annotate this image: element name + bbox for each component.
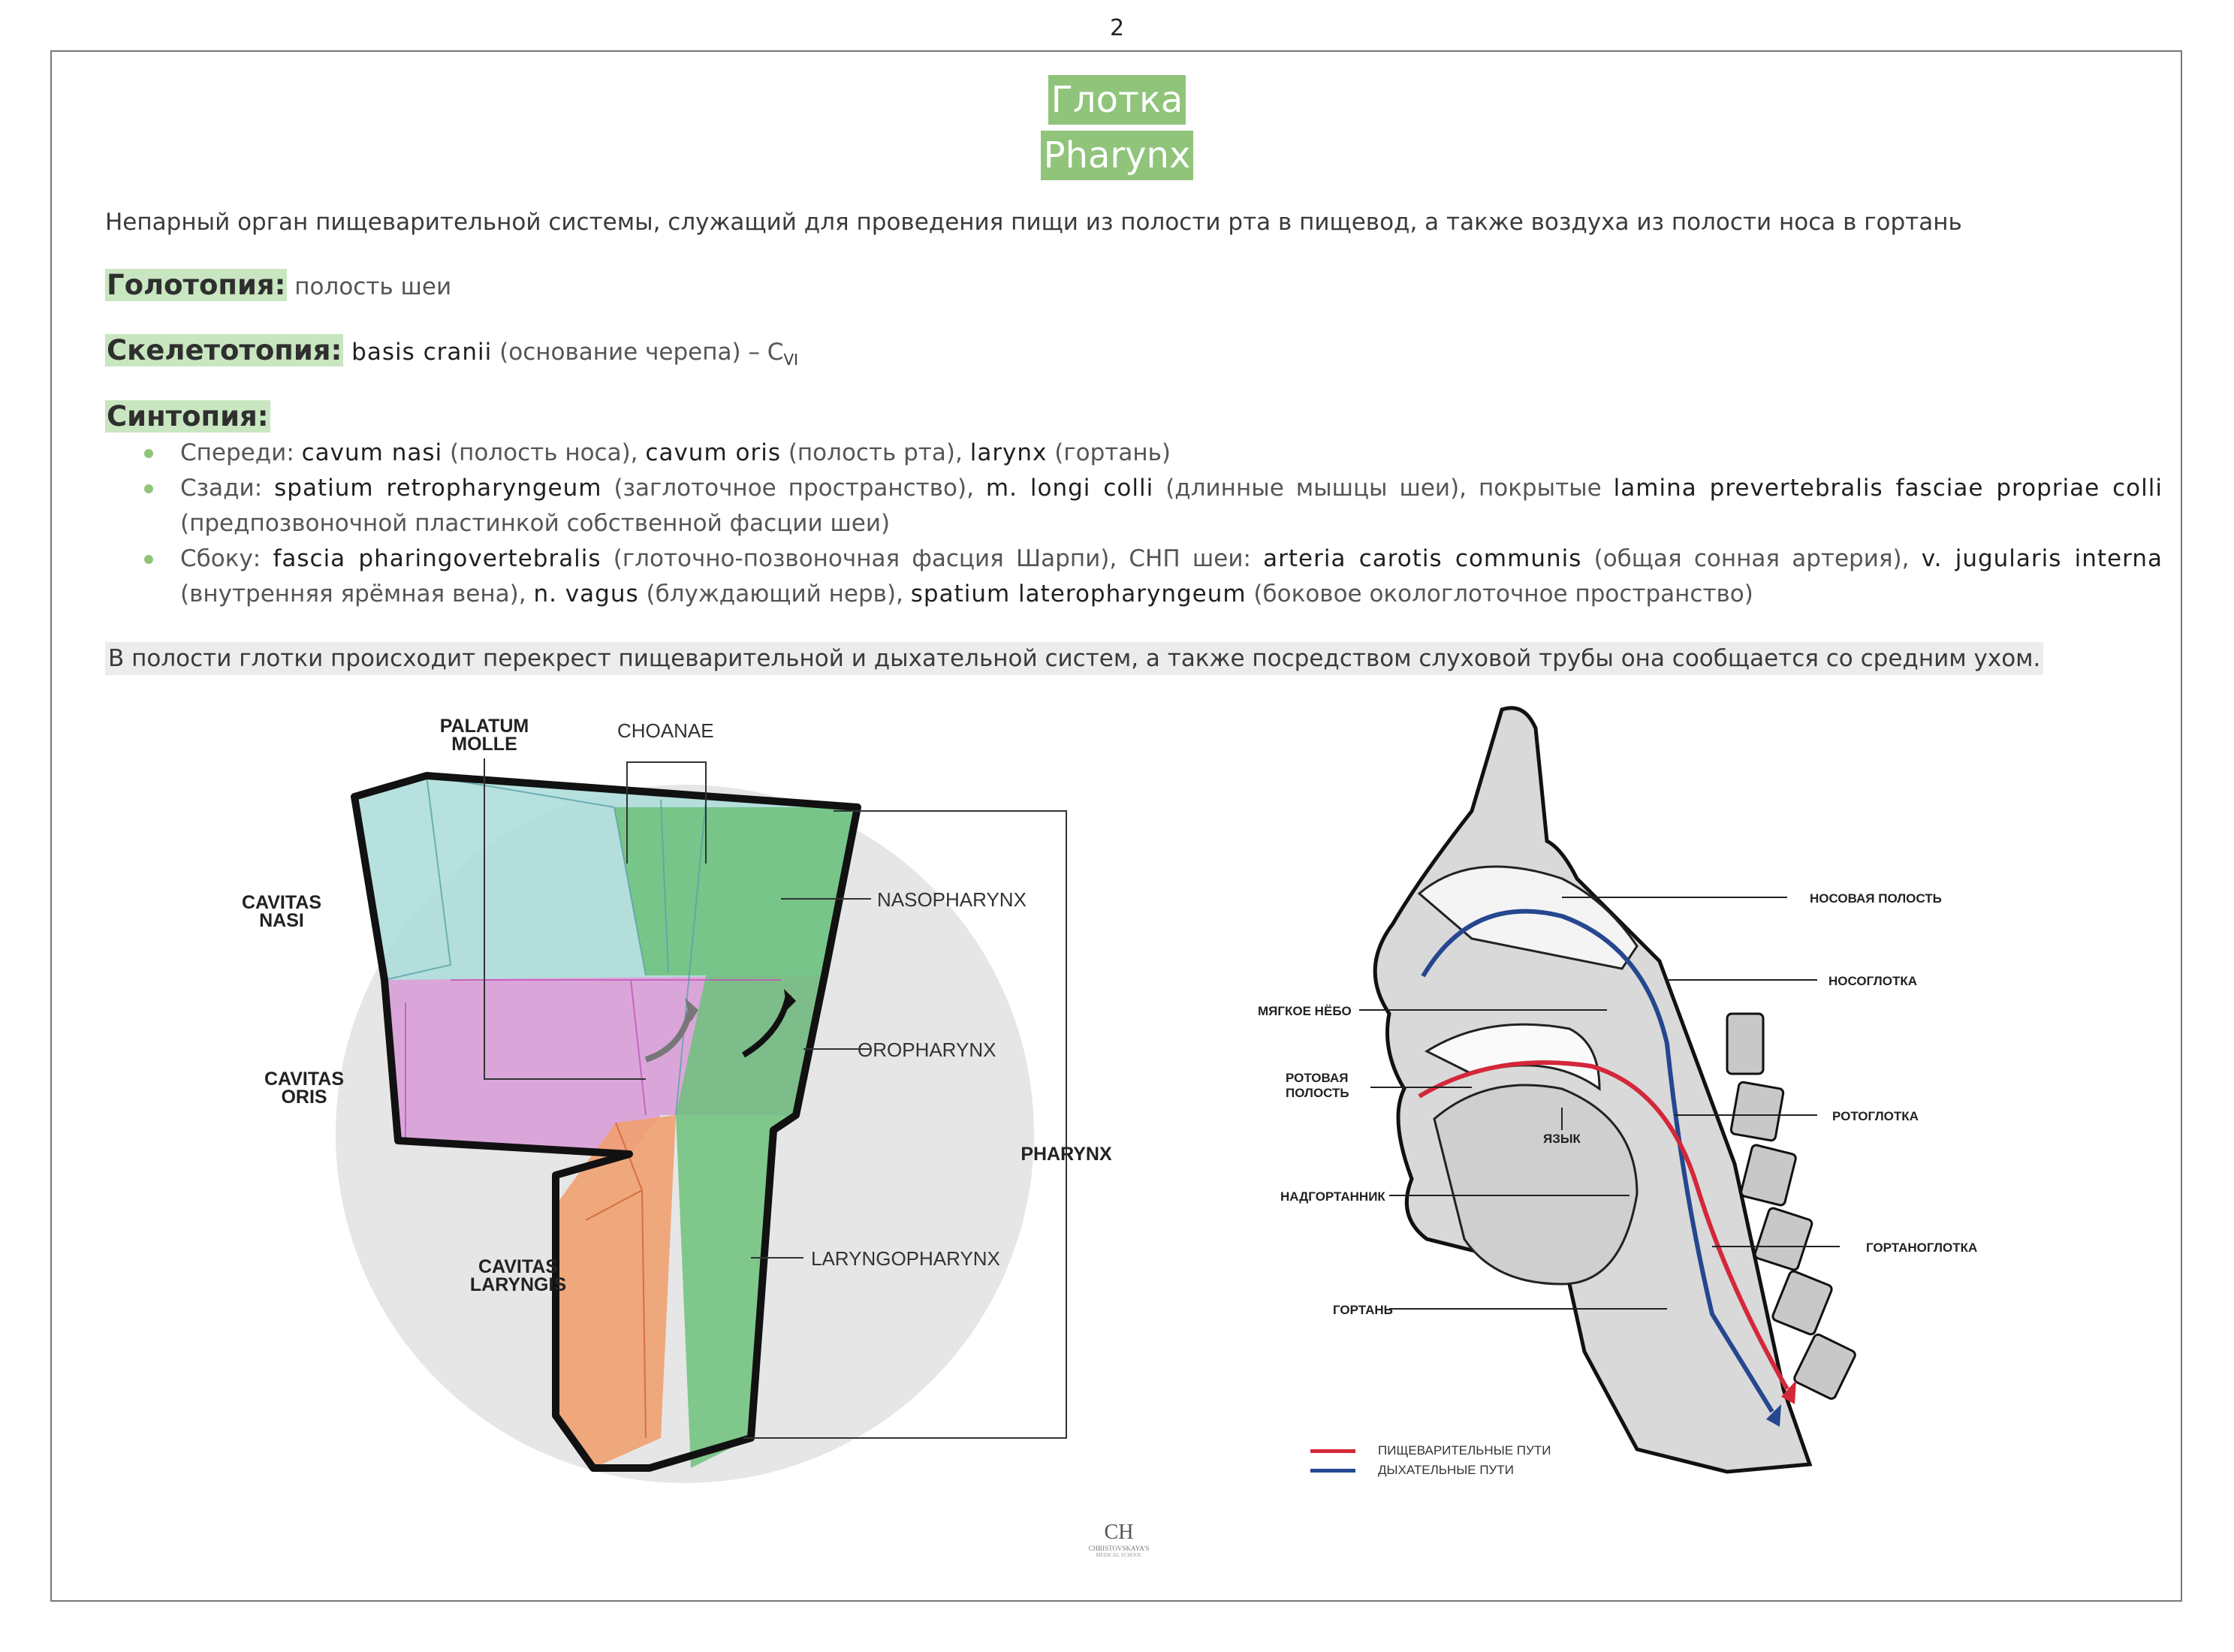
syntopy-text-part: (длинные мышцы шеи), покрытые xyxy=(1153,475,1614,502)
holotopy-label: Голотопия: xyxy=(105,269,288,301)
syntopy-text-part: (гортань) xyxy=(1047,439,1171,466)
bullet-icon xyxy=(144,484,153,493)
syntopy-text-part: larynx xyxy=(969,439,1048,466)
label-oropharynx-ru: РОТОГЛОТКА xyxy=(1832,1109,1919,1123)
label-cavitas-nasi-2: NASI xyxy=(259,910,304,931)
bullet-icon xyxy=(144,449,153,458)
syntopy-text-part: (полость носа), xyxy=(442,439,646,466)
page-number: 2 xyxy=(1109,15,1125,41)
syntopy-text-part: n. vagus xyxy=(533,580,639,607)
syntopy-item: Сбоку: fascia pharingovertebralis (глото… xyxy=(105,541,2163,612)
label-cavitas-nasi-1: CAVITAS xyxy=(242,892,321,913)
label-palatum-2: MOLLE xyxy=(451,734,517,755)
legend-respiratory-swatch xyxy=(1310,1469,1355,1473)
syntopy-label: Синтопия: xyxy=(105,400,270,433)
label-soft-palate: МЯГКОЕ НЁБО xyxy=(1258,1004,1352,1018)
label-nasopharynx: NASOPHARYNX xyxy=(877,888,1027,911)
label-epiglottis: НАДГОРТАННИК xyxy=(1280,1189,1385,1204)
legend-digestive: ПИЩЕВАРИТЕЛЬНЫЕ ПУТИ xyxy=(1310,1443,1551,1458)
label-oral-cavity-1: РОТОВАЯ xyxy=(1286,1071,1348,1085)
skeletotopy-row: Скелетотопия: basis cranii (основание че… xyxy=(105,334,798,369)
syntopy-text-part: cavum nasi xyxy=(301,439,443,466)
label-nasal-cavity: НОСОВАЯ ПОЛОСТЬ xyxy=(1810,891,1942,906)
syntopy-text-part: lamina prevertebralis fasciae propriae c… xyxy=(1613,475,2163,502)
label-larynx: ГОРТАНЬ xyxy=(1333,1303,1393,1317)
syntopy-text-part: (внутренняя ярёмная вена), xyxy=(180,580,534,607)
title-block: Глотка Pharynx xyxy=(0,72,2234,183)
holotopy-row: Голотопия: полость шеи xyxy=(105,269,451,301)
syntopy-text-part: spatium retropharyngeum xyxy=(274,475,602,502)
legend-digestive-swatch xyxy=(1310,1449,1355,1454)
syntopy-text-part: arteria carotis communis xyxy=(1263,545,1582,572)
skeletotopy-label: Скелетотопия: xyxy=(105,334,344,366)
label-cavitas-laryngis-2: LARYNGIS xyxy=(470,1274,566,1295)
syntopy-text-part: m. longi colli xyxy=(985,475,1154,502)
syntopy-list: Спереди: cavum nasi (полость носа), cavu… xyxy=(105,436,2163,612)
syntopy-item: Спереди: cavum nasi (полость носа), cavu… xyxy=(105,436,2163,471)
legend-respiratory-label: ДЫХАТЕЛЬНЫЕ ПУТИ xyxy=(1378,1463,1514,1477)
label-cavitas-laryngis-1: CAVITAS xyxy=(478,1256,558,1277)
syntopy-text-part: (общая сонная артерия), xyxy=(1581,545,1922,572)
syntopy-text-part: v. jugularis interna xyxy=(1921,545,2163,572)
digestive-path xyxy=(1418,1060,1789,1391)
skeletotopy-sub: VI xyxy=(783,351,799,369)
syntopy-text-part: (боковое окологлоточное пространство) xyxy=(1246,580,1753,607)
syntopy-item: Сзади: spatium retropharyngeum (заглоточ… xyxy=(105,471,2163,541)
syntopy-heading: Синтопия: xyxy=(105,400,270,433)
syntopy-text-part: fascia pharingovertebralis xyxy=(273,545,601,572)
legend-digestive-label: ПИЩЕВАРИТЕЛЬНЫЕ ПУТИ xyxy=(1378,1443,1551,1458)
logo-mark: CH xyxy=(1104,1521,1134,1544)
label-oropharynx: OROPHARYNX xyxy=(858,1039,996,1061)
pharynx-outline xyxy=(351,772,861,1472)
label-palatum-1: PALATUM xyxy=(440,716,529,737)
syntopy-text-part: Сбоку: xyxy=(180,545,273,572)
syntopy-text-part: (предпозвоночной пластинкой собственной … xyxy=(180,510,891,537)
pharynx-region xyxy=(614,807,858,1468)
label-choanae: CHOANAE xyxy=(617,719,714,742)
label-pharynx: PHARYNX xyxy=(1021,1144,1111,1165)
label-tongue: ЯЗЫК xyxy=(1543,1132,1581,1146)
syntopy-text-part: (блуждающий нерв), xyxy=(638,580,911,607)
syntopy-text-part: Сзади: xyxy=(180,475,275,502)
air-arrow-icon xyxy=(644,1006,694,1063)
note-paragraph: В полости глотки происходит перекрест пи… xyxy=(105,642,2044,675)
holotopy-value: полость шеи xyxy=(287,273,452,300)
syntopy-text-part: (глоточно-позвоночная фасция Шарпи), СНП… xyxy=(601,545,1264,572)
tongue-region xyxy=(1433,1084,1639,1286)
skeletotopy-rus: (основание черепа) – C xyxy=(492,339,784,366)
label-cavitas-oris-2: ORIS xyxy=(281,1087,327,1108)
syntopy-text-part: spatium lateropharyngeum xyxy=(910,580,1247,607)
bullet-icon xyxy=(144,555,153,564)
intro-paragraph: Непарный орган пищеварительной системы, … xyxy=(105,209,1962,236)
respiratory-path xyxy=(1421,909,1774,1413)
skeletotopy-latin: basis cranii xyxy=(343,339,493,366)
sagittal-head-figure: НОСОВАЯ ПОЛОСТЬ НОСОГЛОТКА МЯГКОЕ НЁБО Р… xyxy=(1258,706,1977,1474)
school-logo: CH CHRISTOVSKAYA'S MEDICAL SCHOOL xyxy=(1081,1521,1156,1558)
syntopy-text-part: (полость рта), xyxy=(780,439,970,466)
legend-respiratory: ДЫХАТЕЛЬНЫЕ ПУТИ xyxy=(1310,1463,1514,1478)
title-lat: Pharynx xyxy=(1040,131,1194,180)
syntopy-text-part: cavum oris xyxy=(645,439,781,466)
label-cavitas-oris-1: CAVITAS xyxy=(264,1069,344,1090)
page-frame xyxy=(50,50,2182,1602)
title-ru: Глотка xyxy=(1048,75,1186,125)
syntopy-text-part: (заглоточное пространство), xyxy=(601,475,986,502)
label-laryngopharynx-ru: ГОРТАНОГЛОТКА xyxy=(1866,1241,1977,1255)
logo-line-2: MEDICAL SCHOOL xyxy=(1096,1552,1142,1558)
label-laryngopharynx: LARYNGOPHARYNX xyxy=(811,1247,1000,1270)
pharynx-scheme-figure: PALATUM MOLLE CAVITAS NASI CAVITAS ORIS … xyxy=(242,716,1111,1483)
label-oral-cavity-2: ПОЛОСТЬ xyxy=(1286,1086,1349,1100)
logo-line-1: CHRISTOVSKAYA'S xyxy=(1088,1545,1150,1552)
laryngeal-region xyxy=(556,1115,676,1468)
syntopy-text-part: Спереди: xyxy=(180,439,302,466)
label-nasopharynx-ru: НОСОГЛОТКА xyxy=(1829,974,1917,988)
